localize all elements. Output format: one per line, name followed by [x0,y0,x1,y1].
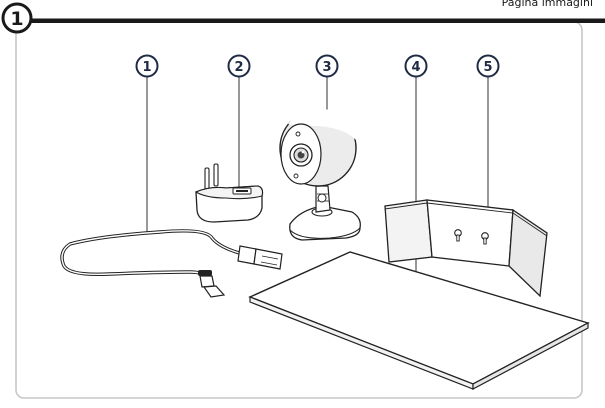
callout-leaders [146,77,489,298]
callout-1-number: 1 [142,60,151,75]
keyhole-right-icon [481,232,489,245]
callout-3-number: 3 [322,60,331,75]
mounting-board-illustration [248,251,590,390]
header-rule [22,18,605,23]
callout-4: 4 [404,54,428,78]
callout-5: 5 [476,54,500,78]
callout-2-number: 2 [234,60,243,75]
callout-2: 2 [227,54,251,78]
wall-bracket-illustration [384,199,548,298]
callout-1: 1 [135,54,159,78]
camera-illustration [279,108,361,241]
page-label: Pagina immagini [501,0,593,9]
step-number: 1 [10,8,23,30]
power-adapter-illustration [194,163,264,223]
usb-cable-illustration [60,229,283,298]
callout-4-number: 4 [411,60,420,75]
step-badge: 1 [1,2,33,34]
callout-3: 3 [315,54,339,78]
keyhole-left-icon [454,229,462,242]
callout-5-number: 5 [483,60,492,75]
